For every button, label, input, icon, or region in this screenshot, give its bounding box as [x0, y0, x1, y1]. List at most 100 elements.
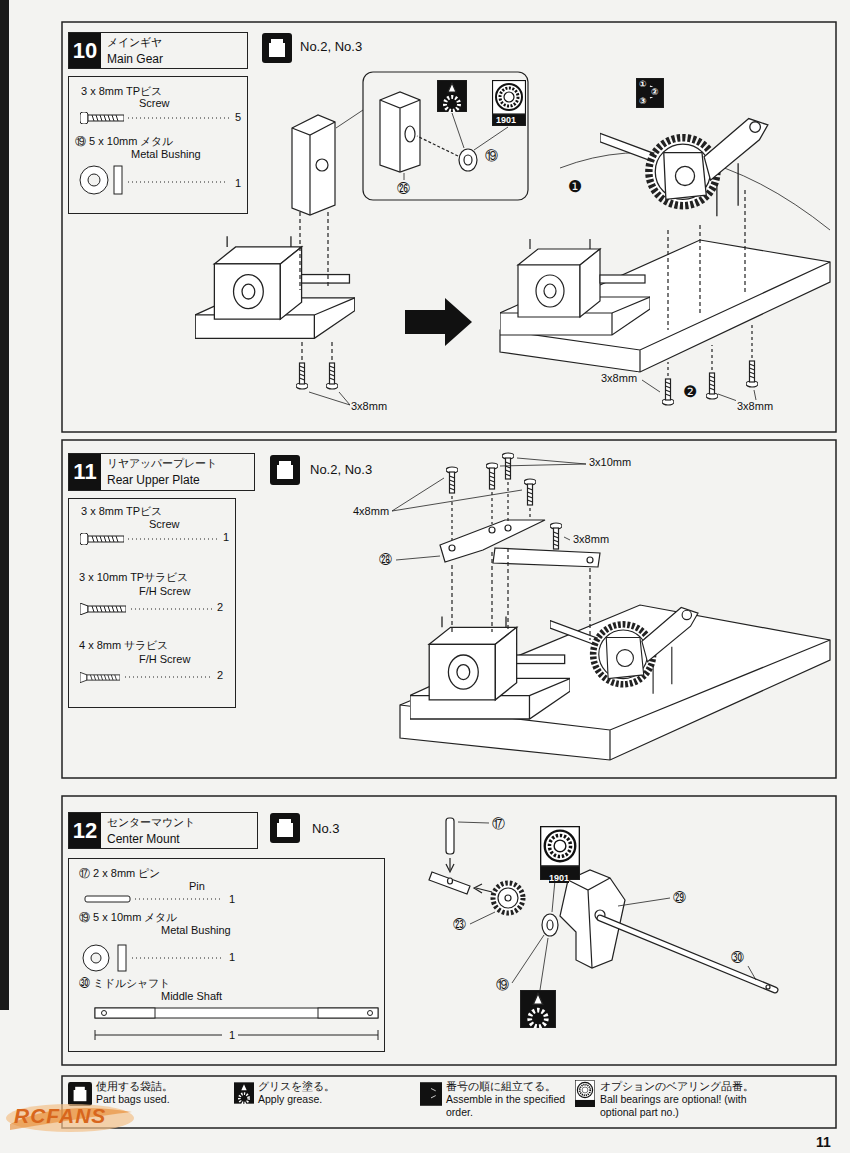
screw-size: 4x8mm	[352, 505, 390, 518]
step11-illustration-part	[524, 479, 536, 505]
step11-illustration-part	[449, 545, 455, 551]
part-text: 3 x 10mm TPサラビス	[79, 571, 188, 584]
step10-illustration-part	[500, 239, 650, 335]
step-number: 10	[69, 33, 101, 68]
parts-drawings-part	[95, 1008, 378, 1018]
legend-text: グリスを塗る。 Apply grease.	[258, 1080, 348, 1106]
step12-illustration-part	[448, 878, 453, 884]
panel-frames-part	[62, 22, 836, 432]
step12-illustration-part	[505, 895, 511, 901]
legend-icons-part	[68, 1082, 92, 1106]
callout-number: ⑲	[484, 148, 499, 163]
step12-illustration-part	[766, 985, 770, 989]
part-text: ⑲ 5 x 10mm メタル	[75, 135, 173, 148]
step11-illustration-part	[392, 478, 522, 511]
step-title-jp: メインギヤ	[107, 36, 162, 49]
part-text: ⑰ 2 x 8mm ピン	[79, 867, 160, 880]
step10-illustration-part	[464, 155, 472, 165]
part-text: 3 x 8mm TPビス	[81, 85, 162, 98]
step-title-en: Center Mount	[107, 832, 180, 846]
step12-illustration-part	[540, 827, 580, 880]
step10-illustration-part	[296, 363, 308, 389]
panel-frames-part	[62, 796, 836, 1065]
step10-illustration-part	[706, 373, 718, 399]
parts-drawings-part	[95, 1008, 155, 1018]
parts-drawings-part	[318, 1008, 378, 1018]
legend-icons-part	[420, 1082, 442, 1106]
watermark-flame-part	[6, 1104, 134, 1132]
step10-illustration-part	[668, 325, 752, 376]
bag-icons-part	[262, 33, 292, 63]
step12-illustration	[429, 818, 775, 1028]
step10-illustration-part	[642, 380, 660, 392]
screw-size: 3x8mm	[736, 400, 774, 413]
parts-drawings-part	[85, 896, 130, 902]
step10-illustration-part	[668, 190, 745, 330]
step12-illustration-part	[540, 938, 548, 990]
legend-icons-part	[575, 1080, 595, 1107]
step11-illustration-part	[410, 617, 570, 719]
step12-illustration-part	[542, 914, 558, 936]
step10-illustration-part	[195, 236, 355, 338]
part-text: 1	[229, 1029, 235, 1042]
screw-size: 3x8mm	[600, 372, 638, 385]
step10-illustration-part	[600, 119, 768, 217]
step10-illustration-part	[302, 340, 332, 360]
part-text: ㉚ ミドルシャフト	[79, 977, 170, 990]
step10-illustration-part	[417, 136, 458, 156]
parts-drawings-part	[135, 899, 222, 900]
step10-illustration-part	[300, 212, 328, 290]
step10-illustration-part	[405, 298, 472, 346]
part-text: 1	[235, 177, 241, 190]
parts-drawings-part	[368, 1011, 373, 1016]
step11-illustration-part	[489, 527, 495, 533]
step12-illustration-part	[498, 888, 518, 908]
part-text: Screw	[139, 97, 170, 110]
step11-illustration-part	[486, 463, 498, 489]
panel-frames-part	[62, 440, 836, 778]
parts-drawings-part	[118, 945, 126, 971]
icon-text: 1901	[549, 873, 569, 883]
step12-illustration-part	[600, 918, 775, 990]
parts-list-box: 3 x 8mm TPビスScrew5⑲ 5 x 10mm メタルMetal Bu…	[68, 76, 248, 214]
legend-text: 番号の順に組立てる。 Assemble in the specified ord…	[446, 1080, 591, 1119]
bag-number: No.2, No.3	[310, 462, 372, 477]
callout-number: ⑲	[495, 977, 510, 992]
step10-illustration-part	[746, 361, 758, 387]
part-text: 5	[235, 111, 241, 124]
step-title-jp: リヤアッパープレート	[107, 457, 217, 470]
icon-text: 1901	[496, 115, 516, 125]
part-text: Metal Bushing	[161, 924, 231, 937]
step-header: 11リヤアッパープレートRear Upper Plate	[68, 453, 255, 491]
bag-icons-part	[270, 813, 300, 843]
callout-number: ㉘	[378, 552, 393, 567]
part-text: Middle Shaft	[161, 990, 222, 1003]
part-text: F/H Screw	[139, 653, 190, 666]
step11-illustration-part	[446, 467, 458, 493]
parts-list-box: ⑰ 2 x 8mm ピンPin1⑲ 5 x 10mm メタルMetal Bush…	[68, 858, 385, 1052]
part-text: F/H Screw	[139, 585, 190, 598]
step10-illustration-part	[405, 126, 415, 142]
legend-text: 使用する袋詰。 Part bags used.	[96, 1080, 191, 1106]
bag-number: No.3	[312, 821, 339, 836]
step-title-en: Main Gear	[107, 52, 163, 66]
step12-illustration-part	[547, 920, 553, 930]
step11-illustration-part	[550, 523, 562, 549]
step12-illustration-part	[449, 858, 450, 870]
watermark: RCFANS	[14, 1104, 106, 1128]
scan-shadow	[0, 0, 9, 1010]
callout-number: ㉚	[730, 950, 745, 965]
parts-drawings-part	[91, 953, 101, 963]
step10-illustration-part	[452, 113, 464, 148]
step10-illustration-part	[636, 78, 664, 108]
parts-drawings-part	[131, 609, 212, 610]
callout-number: ㉖	[396, 181, 411, 196]
part-text: 1	[229, 951, 235, 964]
parts-drawings-part	[80, 112, 124, 124]
part-text: 4 x 8mm サラビス	[79, 639, 168, 652]
step10-illustration-part	[500, 240, 830, 372]
step-number: 11	[69, 454, 101, 490]
parts-drawings-part	[88, 174, 100, 186]
parts-drawings-part	[128, 182, 228, 183]
